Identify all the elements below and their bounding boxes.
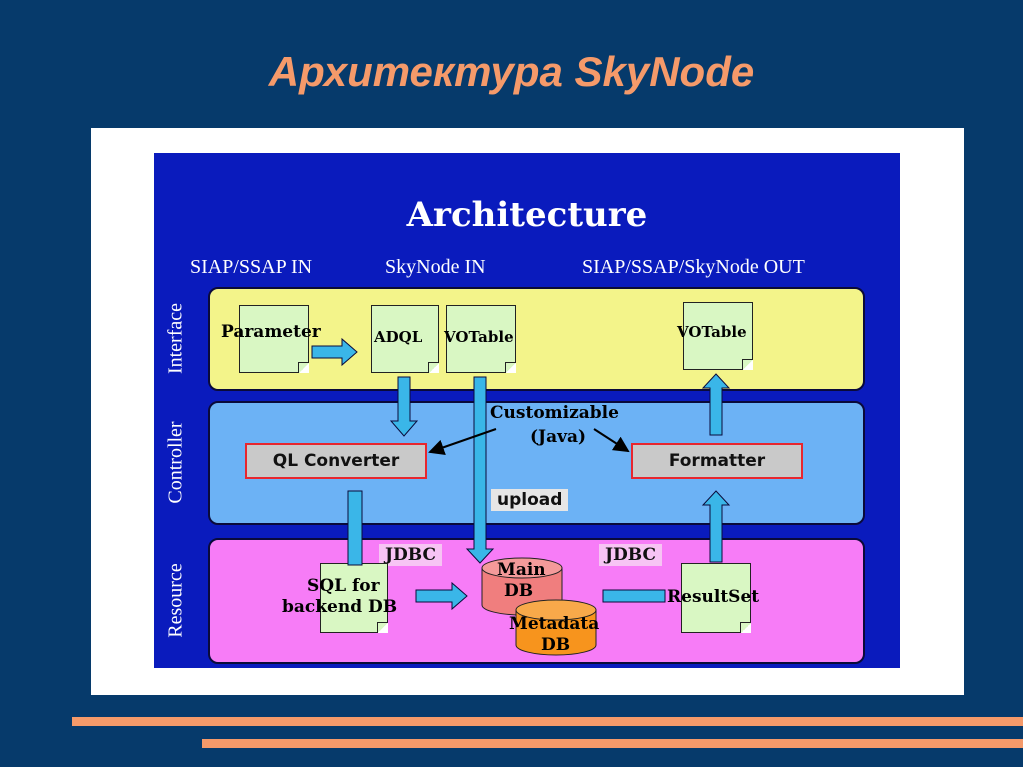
decorative-rule-bottom (202, 739, 1023, 748)
metadata-db-label-line2: DB (541, 635, 571, 655)
parameter-document-icon (239, 305, 309, 373)
pointer-to-formatter (593, 428, 630, 453)
metadata-db-label-line1: Metadata (509, 614, 600, 634)
main-db-label-line1: Main (497, 560, 546, 580)
architecture-diagram: Architecture SIAP/SSAP IN SkyNode IN SIA… (154, 153, 900, 668)
arrow-adql-to-ql-converter (389, 376, 419, 437)
jdbc-right-tag: JDBC (599, 544, 662, 566)
arrow-db-to-resultset (602, 589, 666, 603)
arrow-sql-to-main-db (415, 581, 468, 611)
upload-tag: upload (491, 489, 569, 511)
sql-document-icon (320, 563, 388, 633)
arrow-parameter-to-adql (311, 337, 358, 367)
votable-out-label: VOTable (677, 323, 747, 341)
resultset-document-icon (681, 563, 751, 633)
sql-label-line2: backend DB (282, 597, 398, 617)
arrow-votable-to-main-db (465, 376, 495, 564)
votable-in-label: VOTable (444, 328, 514, 346)
arrow-ql-converter-to-sql (347, 490, 363, 566)
adql-label: ADQL (374, 328, 423, 346)
decorative-rule-top (72, 717, 1023, 726)
jdbc-left-tag: JDBC (379, 544, 442, 566)
interface-layer (208, 287, 865, 391)
arrow-formatter-to-votable-out (701, 373, 731, 436)
arrow-resultset-to-formatter (701, 490, 731, 563)
pointer-to-ql-converter (428, 428, 497, 455)
customizable-label-line2: (Java) (530, 427, 587, 447)
ql-converter-box: QL Converter (245, 443, 427, 479)
votable-in-document-icon (446, 305, 516, 373)
column-label-siap-ssap-in: SIAP/SSAP IN (190, 256, 313, 278)
main-db-label-line2: DB (504, 581, 534, 601)
column-label-out: SIAP/SSAP/SkyNode OUT (582, 256, 805, 278)
metadata-db-cylinder (515, 599, 597, 656)
parameter-label: Parameter (221, 322, 321, 342)
slide-title: Архитектура SkyNode (268, 48, 755, 95)
sql-label-line1: SQL for (307, 576, 380, 596)
adql-document-icon (371, 305, 439, 373)
votable-out-document-icon (683, 302, 753, 370)
formatter-box: Formatter (631, 443, 803, 479)
customizable-label-line1: Customizable (490, 403, 619, 423)
column-label-skynode-in: SkyNode IN (385, 256, 486, 278)
arrows-and-databases (311, 337, 731, 656)
diagram-title: Architecture (406, 195, 648, 235)
resultset-label: ResultSet (667, 587, 760, 607)
